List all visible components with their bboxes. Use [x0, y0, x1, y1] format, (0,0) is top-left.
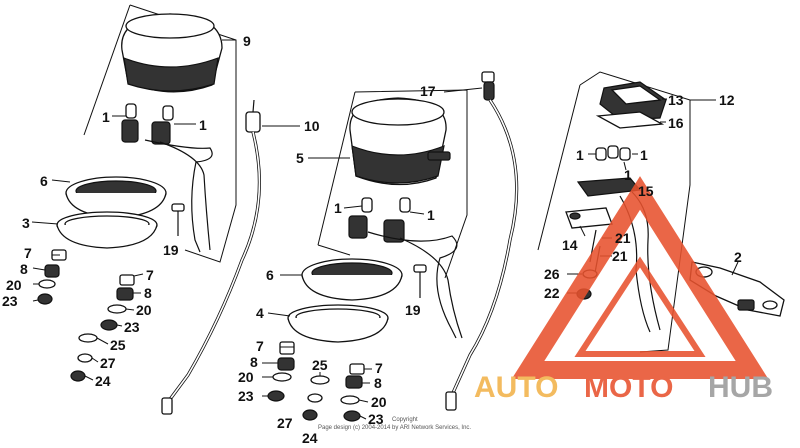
watermark-text-moto: MOTO	[584, 371, 673, 404]
callout-27-left: 27	[100, 355, 116, 371]
callout-9: 9	[243, 33, 251, 49]
callout-8-center-b: 8	[374, 375, 382, 391]
meter-housing-left	[121, 13, 223, 93]
callout-1-right-c: 1	[624, 167, 632, 183]
callout-6-left: 6	[40, 173, 48, 189]
callout-20-center-a: 20	[238, 369, 254, 385]
callout-1-left-b: 1	[199, 117, 207, 133]
callout-23-center-b: 23	[368, 411, 384, 427]
callout-1-center-a: 1	[334, 200, 342, 216]
callout-14: 14	[562, 237, 578, 253]
meter-housing-center	[349, 97, 451, 186]
center-assembly	[262, 71, 519, 422]
center-group-bracket	[354, 89, 468, 279]
meter-ring-left	[56, 211, 158, 249]
callout-10: 10	[304, 118, 320, 134]
callout-26: 26	[544, 266, 560, 282]
callout-1-center-b: 1	[427, 207, 435, 223]
meter-ring-center	[287, 304, 389, 343]
callout-15: 15	[638, 183, 654, 199]
callout-1-right-b: 1	[640, 147, 648, 163]
small-parts-center-b	[302, 363, 365, 422]
right-assembly	[537, 71, 785, 353]
screw-center	[413, 264, 427, 298]
left-assembly	[31, 4, 300, 415]
callout-23-center-a: 23	[238, 388, 254, 404]
small-parts-left-a	[37, 249, 67, 305]
meter-case-left	[65, 176, 167, 219]
callout-8-left-a: 8	[20, 261, 28, 277]
callout-17: 17	[420, 83, 436, 99]
screw-left	[171, 203, 185, 236]
callout-20-center-b: 20	[371, 394, 387, 410]
callout-3: 3	[22, 215, 30, 231]
center-group-bracket-edge	[317, 91, 356, 246]
callout-23-left-a: 23	[2, 293, 18, 309]
callout-labels: 9 10 1 1 6 3 19 7 8 20 23 7 8 20 23 25 2…	[2, 33, 742, 446]
small-parts-left-b	[70, 274, 135, 382]
callout-2: 2	[734, 249, 742, 265]
indicator-bracket	[565, 207, 613, 229]
callout-20-left-a: 20	[6, 277, 22, 293]
leaders-left	[31, 39, 300, 381]
callout-13: 13	[668, 92, 684, 108]
callout-22: 22	[544, 285, 560, 301]
bulb-sockets-left	[121, 103, 213, 253]
meter-case-center	[301, 258, 403, 301]
copyright-line-1: Copyright	[392, 417, 418, 423]
right-group-bracket	[579, 71, 691, 353]
callout-19-center: 19	[405, 302, 421, 318]
watermark-logo: AUTO MOTO HUB	[474, 176, 773, 404]
small-parts-center-a	[267, 341, 295, 402]
left-group-bracket-edge	[83, 4, 131, 136]
callout-7-left-b: 7	[146, 267, 154, 283]
watermark-text-auto: AUTO	[474, 371, 558, 404]
callout-4: 4	[256, 305, 264, 321]
callout-25-left: 25	[110, 337, 126, 353]
callout-12: 12	[719, 92, 735, 108]
callout-1-left-a: 1	[102, 109, 110, 125]
callout-27-center: 27	[277, 415, 293, 431]
callout-19-left: 19	[163, 242, 179, 258]
callout-7-left-a: 7	[24, 245, 32, 261]
callout-25-center: 25	[312, 357, 328, 373]
watermark-text-hub: HUB	[708, 371, 773, 404]
callout-20-left-b: 20	[136, 302, 152, 318]
callout-6-center: 6	[266, 267, 274, 283]
callout-5: 5	[296, 150, 304, 166]
watermark-triangle-icon	[511, 176, 769, 379]
indicator-lens	[595, 111, 665, 129]
bulb-sockets-right	[595, 145, 631, 161]
callout-8-center-a: 8	[250, 354, 258, 370]
callout-21-a: 21	[615, 230, 631, 246]
bulb-sockets-center	[348, 197, 463, 339]
copyright-line-2: Page design (c) 2004-2014 by ARI Network…	[318, 425, 471, 431]
meter-cable-center	[445, 71, 519, 411]
meter-bracket	[689, 261, 785, 317]
callout-8-left-b: 8	[144, 285, 152, 301]
callout-1-right-a: 1	[576, 147, 584, 163]
callout-7-center-a: 7	[256, 338, 264, 354]
callout-16: 16	[668, 115, 684, 131]
callout-23-left-b: 23	[124, 319, 140, 335]
leaders-center	[262, 87, 483, 420]
right-group-bracket-edge	[537, 84, 581, 251]
callout-7-center-b: 7	[375, 360, 383, 376]
meter-cable-left	[161, 99, 261, 415]
indicator-case	[599, 81, 667, 121]
callout-24-center: 24	[302, 430, 318, 446]
callout-24-left: 24	[95, 373, 111, 389]
callout-21-b: 21	[612, 248, 628, 264]
